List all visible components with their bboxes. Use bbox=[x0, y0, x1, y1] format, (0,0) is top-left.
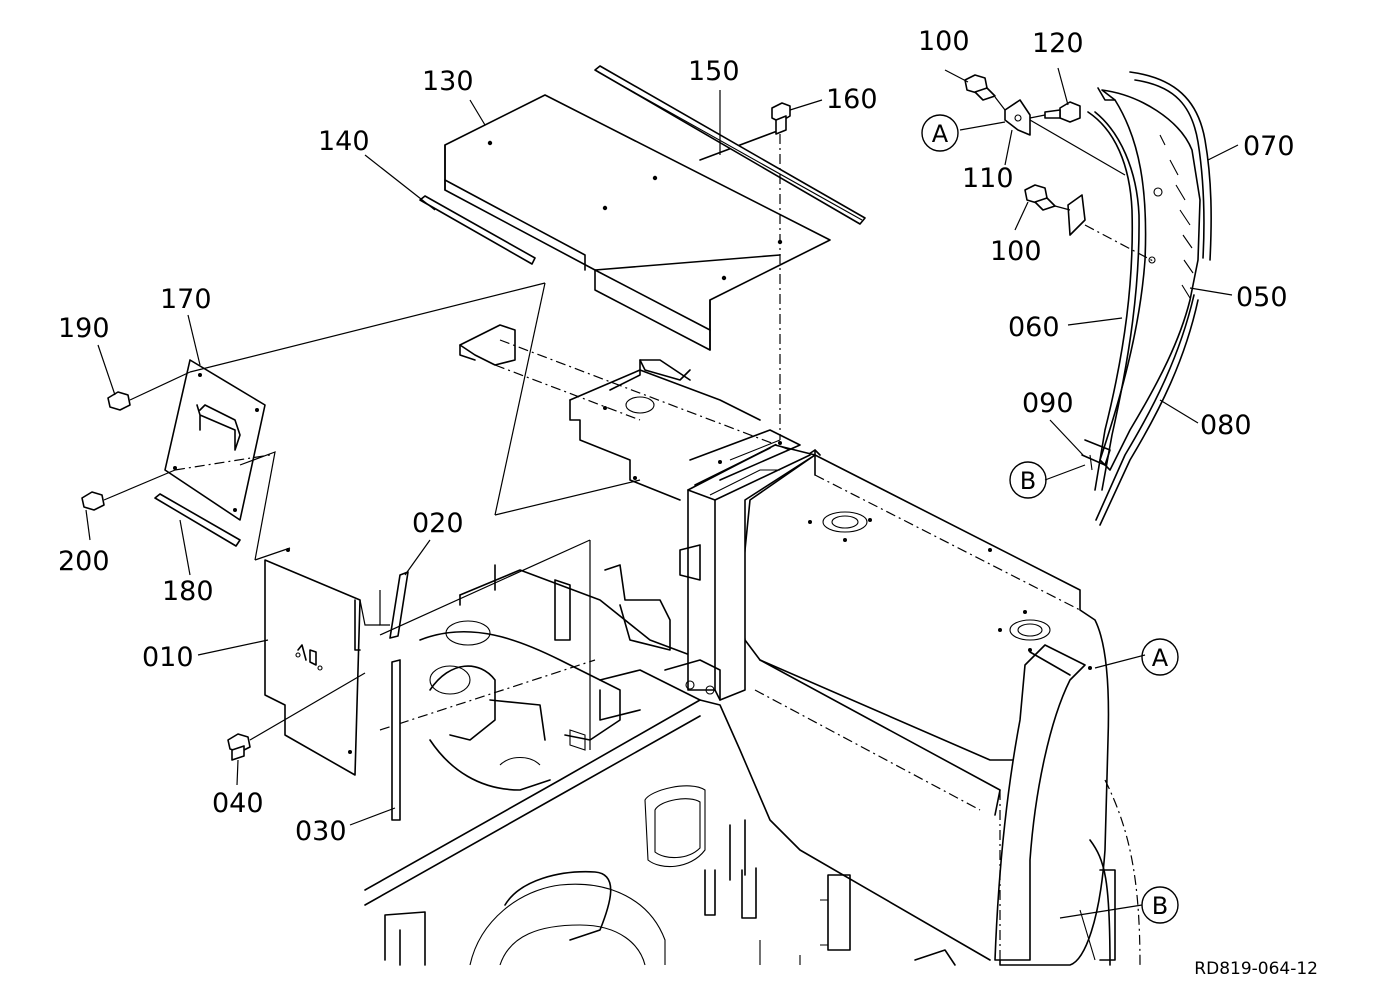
ref-a2-leader bbox=[1094, 654, 1146, 669]
part-label-200: 200 bbox=[58, 546, 110, 577]
leader-bracket-to-cover bbox=[1029, 119, 1126, 176]
ref-b2-leader bbox=[1059, 904, 1143, 919]
dash-lower-bracket bbox=[1084, 224, 1156, 263]
leader-nut bbox=[1029, 114, 1046, 119]
side-cover-assembly bbox=[1081, 71, 1212, 526]
part-label-180: 180 bbox=[162, 576, 214, 607]
part-label-080: 080 bbox=[1200, 410, 1252, 441]
top-cover bbox=[444, 94, 831, 351]
ref-a1-leader bbox=[959, 121, 1006, 131]
ref-callout-b-bottom: B bbox=[1141, 886, 1179, 924]
part-label-120: 120 bbox=[1032, 28, 1084, 59]
nut-120 bbox=[1044, 101, 1081, 123]
part-label-150: 150 bbox=[688, 56, 740, 87]
part-label-100-upper: 100 bbox=[918, 26, 970, 57]
leader-lower-fastener bbox=[1054, 205, 1071, 211]
part-label-020: 020 bbox=[412, 508, 464, 539]
label-leaders bbox=[85, 67, 1239, 826]
bolt-040 bbox=[227, 672, 366, 761]
bolt-100-upper bbox=[964, 74, 996, 101]
part-label-040: 040 bbox=[212, 788, 264, 819]
bracket-110 bbox=[1004, 99, 1031, 136]
bolt-190 bbox=[107, 371, 191, 411]
part-label-060: 060 bbox=[1008, 312, 1060, 343]
seal-strip-180 bbox=[154, 493, 241, 547]
part-label-050: 050 bbox=[1236, 282, 1288, 313]
chassis-frame bbox=[364, 564, 991, 966]
projection-lines bbox=[174, 282, 641, 750]
seal-strip-030 bbox=[391, 659, 401, 821]
part-label-130: 130 bbox=[422, 66, 474, 97]
part-label-170: 170 bbox=[160, 284, 212, 315]
ref-letter-a-bottom: A bbox=[1152, 644, 1169, 672]
part-label-030: 030 bbox=[295, 816, 347, 847]
radiator-housing bbox=[739, 449, 1141, 966]
bolt-200 bbox=[81, 469, 176, 511]
part-label-100-lower: 100 bbox=[990, 236, 1042, 267]
ref-letter-b-top: B bbox=[1020, 467, 1036, 495]
cover-plate-010 bbox=[264, 548, 361, 776]
upper-bracket bbox=[459, 324, 801, 501]
frame-column bbox=[664, 444, 816, 701]
bolt-160 bbox=[771, 102, 791, 440]
bolt-100-lower bbox=[1024, 184, 1056, 211]
part-label-160: 160 bbox=[826, 84, 878, 115]
seal-strip-140 bbox=[419, 195, 536, 265]
ref-b1-leader bbox=[1044, 464, 1086, 481]
ref-letter-b-bottom: B bbox=[1152, 892, 1168, 920]
part-label-110: 110 bbox=[962, 163, 1014, 194]
part-label-070: 070 bbox=[1243, 131, 1295, 162]
ref-callout-a-top: A bbox=[921, 114, 959, 152]
part-label-010: 010 bbox=[142, 642, 194, 673]
drawing-code: RD819-064-12 bbox=[1194, 959, 1318, 979]
bracket-lower bbox=[1067, 194, 1086, 236]
ref-callout-b-top: B bbox=[1009, 461, 1047, 499]
ref-callout-a-bottom: A bbox=[1141, 638, 1179, 676]
part-label-140: 140 bbox=[318, 126, 370, 157]
cover-plate-170 bbox=[164, 359, 266, 521]
seal-strip-150 bbox=[594, 65, 866, 225]
leader-upper-fastener bbox=[994, 96, 1006, 111]
part-label-090: 090 bbox=[1022, 388, 1074, 419]
seal-strip-020 bbox=[389, 571, 409, 639]
part-label-190: 190 bbox=[58, 313, 110, 344]
ref-letter-a-top: A bbox=[932, 120, 949, 148]
